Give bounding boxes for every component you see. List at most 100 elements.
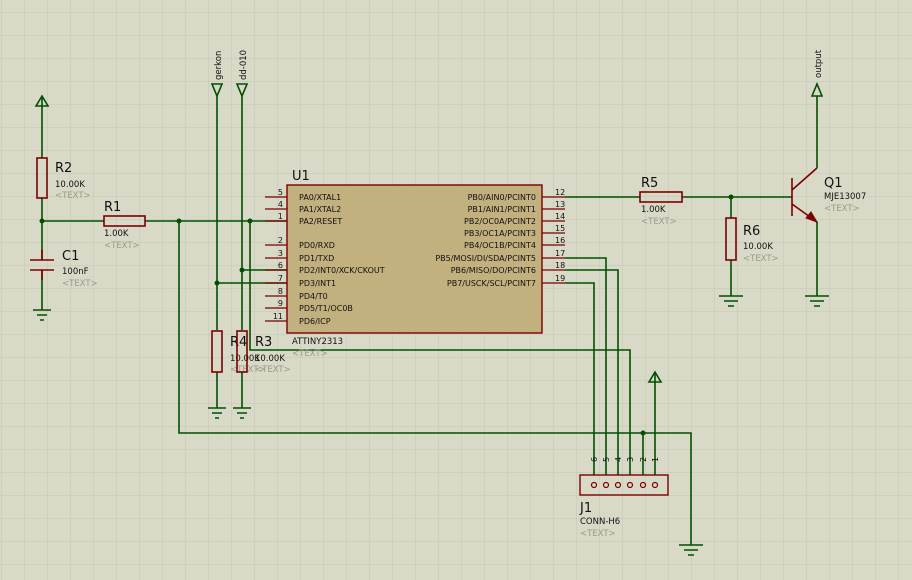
u1-pin-name: PD2/INT0/XCK/CKOUT (299, 266, 385, 275)
j1-pin-1[interactable] (651, 481, 659, 489)
j1-ref: J1 (579, 501, 592, 516)
u1-pin-name: PB0/AIN0/PCINT0 (468, 193, 536, 202)
j1-pin-number: 3 (626, 457, 635, 462)
u1-pin-name: PA1/XTAL2 (299, 205, 341, 214)
c1-value: 100nF (62, 267, 89, 277)
u1-pin-number: 3 (278, 249, 283, 258)
u1-body (286, 184, 543, 334)
u1-pin-name: PB3/OC1A/PCINT3 (464, 229, 536, 238)
junctions (39, 194, 734, 436)
u1-pin-number: 1 (278, 212, 283, 221)
u1-pin-number: 15 (555, 224, 565, 233)
u1-pin-number: 16 (555, 236, 565, 245)
j1-value: CONN-H6 (580, 517, 620, 527)
r5-text: <TEXT> (641, 217, 677, 227)
ground-r4[interactable] (208, 407, 226, 419)
resistor-r4[interactable]: R4 10.00K <TEXT> (211, 330, 266, 375)
c1-text: <TEXT> (62, 279, 98, 289)
terminal-dd010-label: dd-010 (239, 50, 249, 80)
ground-q1[interactable] (805, 295, 829, 307)
u1-pin-number: 6 (278, 261, 283, 270)
j1-pin-number: 1 (651, 457, 660, 462)
u1-pin-name: PB1/AIN1/PCINT1 (468, 205, 536, 214)
u1-pin-name: PD0/RXD (299, 241, 335, 250)
terminal-dd010[interactable]: dd-010 (235, 50, 249, 99)
r2-text: <TEXT> (55, 191, 91, 201)
u1-pin-number: 4 (278, 200, 283, 209)
ground-j1[interactable] (679, 544, 703, 556)
u1-pin-name: PB7/USCK/SCL/PCINT7 (447, 279, 536, 288)
u1-pin-number: 5 (278, 188, 283, 197)
j1-pin-number: 6 (590, 457, 599, 462)
u1-pin-name: PD3/INT1 (299, 279, 336, 288)
u1-pin-name: PB2/OC0A/PCINT2 (464, 217, 536, 226)
u1-pin-number: 13 (555, 200, 565, 209)
u1-pin-number: 18 (555, 261, 565, 270)
q1-text: <TEXT> (824, 204, 860, 214)
r3-ref: R3 (255, 335, 272, 350)
q1-value: MJE13007 (824, 192, 866, 202)
j1-pin-6[interactable] (590, 481, 598, 489)
r4-ref: R4 (230, 335, 247, 350)
r5-value: 1.00K (641, 205, 666, 215)
r3-text: <TEXT> (255, 365, 291, 375)
terminal-output[interactable]: output (810, 49, 824, 97)
j1-pin-number: 2 (639, 457, 648, 462)
resistor-r3[interactable]: R3 10.00K <TEXT> (236, 330, 291, 375)
terminal-output-label: output (814, 49, 824, 78)
ground-c1[interactable] (33, 309, 51, 321)
r4-value: 10.00K (230, 354, 260, 364)
r6-value: 10.00K (743, 242, 773, 252)
ic-u1[interactable]: U1 5PA0/XTAL14PA1/XTAL21PA2/RESET2PD0/RX… (265, 169, 565, 359)
vcc-symbol-left[interactable] (34, 94, 50, 113)
transistor-q1[interactable]: Q1 MJE13007 <TEXT> (791, 167, 866, 223)
u1-pin-number: 19 (555, 274, 565, 283)
u1-pin-name: PD1/TXD (299, 254, 334, 263)
u1-pin-number: 11 (273, 312, 283, 321)
u1-ref: U1 (292, 169, 310, 184)
j1-body (579, 474, 669, 496)
resistor-r6[interactable]: R6 10.00K <TEXT> (725, 217, 779, 264)
j1-pin-number: 4 (614, 457, 623, 462)
ground-r3[interactable] (233, 407, 251, 419)
resistor-r2[interactable]: R2 10.00K <TEXT> (36, 157, 91, 201)
u1-pin-name: PA2/RESET (299, 217, 342, 226)
vcc-symbol-j1[interactable] (647, 370, 663, 386)
r2-value: 10.00K (55, 180, 85, 190)
u1-pin-name: PA0/XTAL1 (299, 193, 341, 202)
j1-pin-4[interactable] (614, 481, 622, 489)
u1-pin-number: 17 (555, 249, 565, 258)
u1-pin-name: PD5/T1/OC0B (299, 304, 353, 313)
capacitor-c1[interactable]: C1 100nF <TEXT> (30, 249, 98, 289)
u1-pin-number: 9 (278, 299, 283, 308)
u1-pin-number: 12 (555, 188, 565, 197)
q1-ref: Q1 (824, 176, 843, 191)
ground-r6[interactable] (719, 295, 743, 307)
u1-left-pins: 5PA0/XTAL14PA1/XTAL21PA2/RESET2PD0/RXD3P… (265, 188, 385, 326)
r5-ref: R5 (641, 176, 658, 191)
r3-value: 10.00K (255, 354, 285, 364)
r1-value: 1.00K (104, 229, 129, 239)
j1-pin-2[interactable] (639, 481, 647, 489)
u1-text: <TEXT> (292, 349, 328, 359)
u1-pin-name: PB6/MISO/DO/PCINT6 (451, 266, 536, 275)
u1-pin-number: 14 (555, 212, 565, 221)
u1-pin-number: 7 (278, 274, 283, 283)
u1-pin-name: PD4/T0 (299, 292, 328, 301)
r1-text: <TEXT> (104, 241, 140, 251)
terminal-gerkon-label: gerkon (214, 51, 224, 80)
resistor-r1[interactable]: R1 1.00K <TEXT> (103, 200, 146, 251)
r6-text: <TEXT> (743, 254, 779, 264)
resistor-r5[interactable]: R5 1.00K <TEXT> (639, 176, 683, 227)
u1-pin-number: 8 (278, 287, 283, 296)
r1-ref: R1 (104, 200, 121, 215)
u1-pin-name: PB4/OC1B/PCINT4 (464, 241, 536, 250)
j1-pin-3[interactable] (626, 481, 634, 489)
u1-pin-name: PD6/ICP (299, 317, 331, 326)
terminal-gerkon[interactable]: gerkon (210, 51, 224, 99)
j1-pin-5[interactable] (602, 481, 610, 489)
